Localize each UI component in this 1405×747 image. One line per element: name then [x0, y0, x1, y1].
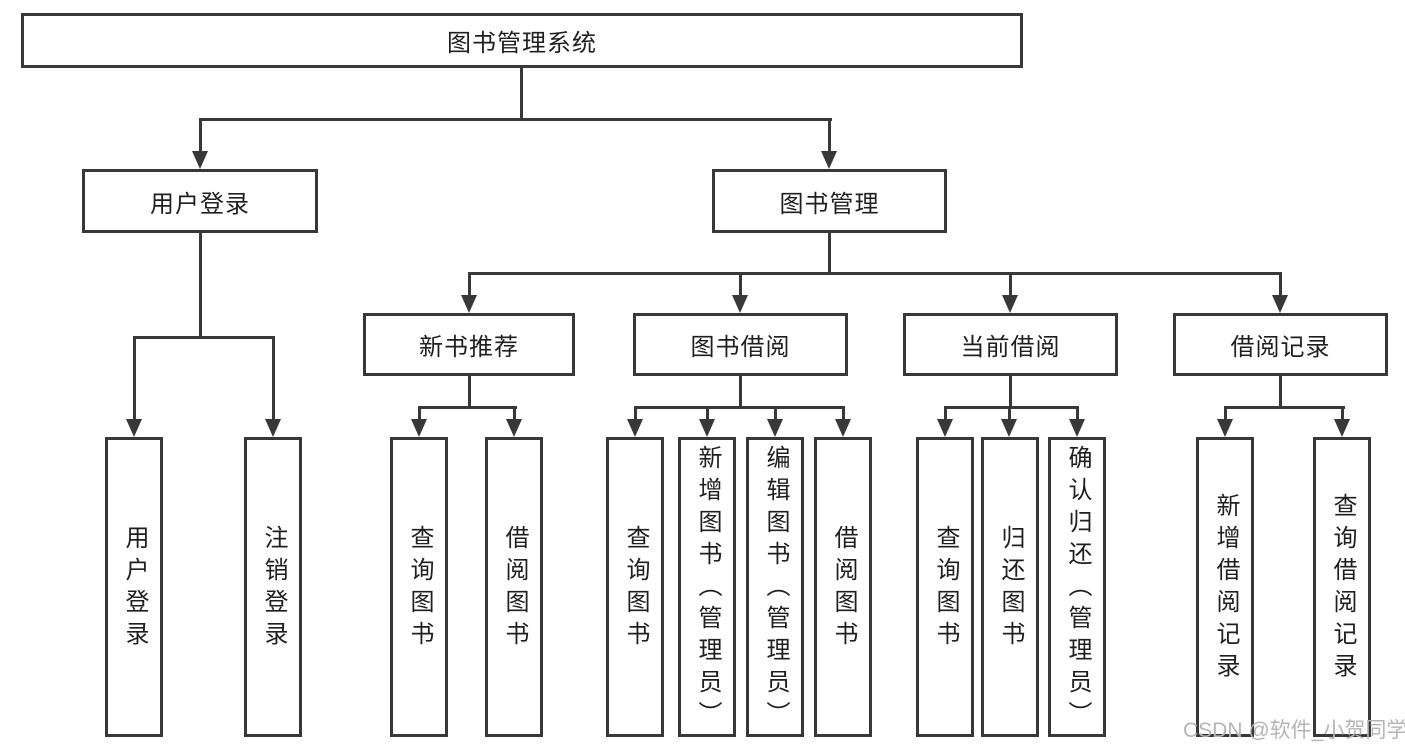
- connector-line: [1076, 406, 1079, 422]
- arrow-down-icon: [821, 151, 837, 169]
- connector-line: [418, 406, 517, 409]
- leaf-return-book: 归还图书: [981, 437, 1039, 737]
- leaf-query-books-borrow: 查询图书: [606, 437, 664, 737]
- connector-line: [828, 118, 831, 154]
- connector-line: [944, 406, 1079, 409]
- connector-line: [739, 272, 742, 298]
- arrow-down-icon: [767, 419, 783, 437]
- arrow-down-icon: [506, 419, 522, 437]
- leaf-user-login: 用户登录: [105, 437, 163, 737]
- leaf-query-books-recommend: 查询图书: [390, 437, 448, 737]
- arrow-down-icon: [411, 419, 427, 437]
- csdn-watermark: CSDN @软件_小贺同学: [1183, 719, 1405, 742]
- node-new-book-recommend: 新书推荐: [363, 313, 575, 376]
- connector-line: [520, 68, 523, 121]
- connector-line: [1279, 376, 1282, 409]
- connector-line: [1009, 376, 1012, 409]
- arrow-down-icon: [1334, 419, 1350, 437]
- connector-line: [1009, 272, 1012, 298]
- node-borrow-records: 借阅记录: [1173, 313, 1388, 376]
- arrow-down-icon: [126, 419, 142, 437]
- connector-line: [1008, 406, 1011, 422]
- arrow-down-icon: [1272, 295, 1288, 313]
- arrow-down-icon: [732, 295, 748, 313]
- arrow-down-icon: [192, 151, 208, 169]
- node-user-login: 用户登录: [82, 169, 318, 233]
- connector-line: [1224, 406, 1227, 422]
- arrow-down-icon: [835, 419, 851, 437]
- connector-line: [1279, 272, 1282, 298]
- connector-line: [468, 272, 1282, 275]
- arrow-down-icon: [699, 419, 715, 437]
- node-book-management: 图书管理: [712, 169, 947, 233]
- connector-line: [468, 272, 471, 298]
- connector-line: [706, 406, 709, 422]
- leaf-query-borrow-record: 查询借阅记录: [1313, 437, 1371, 737]
- connector-line: [133, 336, 275, 339]
- leaf-add-borrow-record: 新增借阅记录: [1196, 437, 1254, 737]
- connector-line: [1341, 406, 1344, 422]
- leaf-logout: 注销登录: [244, 437, 302, 737]
- connector-line: [842, 406, 845, 422]
- connector-line: [133, 336, 136, 422]
- connector-line: [199, 233, 202, 339]
- connector-line: [634, 406, 637, 422]
- connector-line: [774, 406, 777, 422]
- arrow-down-icon: [627, 419, 643, 437]
- leaf-confirm-return-admin: 确认归还（管理员）: [1048, 437, 1106, 737]
- leaf-borrow-books: 借阅图书: [814, 437, 872, 737]
- connector-line: [944, 406, 947, 422]
- arrow-down-icon: [1001, 419, 1017, 437]
- arrow-down-icon: [1002, 295, 1018, 313]
- node-book-borrow: 图书借阅: [633, 313, 848, 376]
- arrow-down-icon: [461, 295, 477, 313]
- leaf-edit-book-admin: 编辑图书（管理员）: [746, 437, 804, 737]
- connector-line: [634, 406, 845, 409]
- connector-line: [272, 336, 275, 422]
- connector-line: [199, 118, 832, 121]
- connector-line: [418, 406, 421, 422]
- connector-line: [828, 233, 831, 275]
- connector-line: [1224, 406, 1345, 409]
- arrow-down-icon: [265, 419, 281, 437]
- connector-line: [468, 376, 471, 409]
- node-current-borrow: 当前借阅: [903, 313, 1118, 376]
- arrow-down-icon: [1069, 419, 1085, 437]
- leaf-borrow-books-recommend: 借阅图书: [485, 437, 543, 737]
- connector-line: [739, 376, 742, 409]
- arrow-down-icon: [937, 419, 953, 437]
- connector-line: [199, 118, 202, 154]
- leaf-query-books-current: 查询图书: [916, 437, 974, 737]
- connector-line: [513, 406, 516, 422]
- node-root-system: 图书管理系统: [21, 13, 1023, 68]
- arrow-down-icon: [1217, 419, 1233, 437]
- leaf-add-book-admin: 新增图书（管理员）: [678, 437, 736, 737]
